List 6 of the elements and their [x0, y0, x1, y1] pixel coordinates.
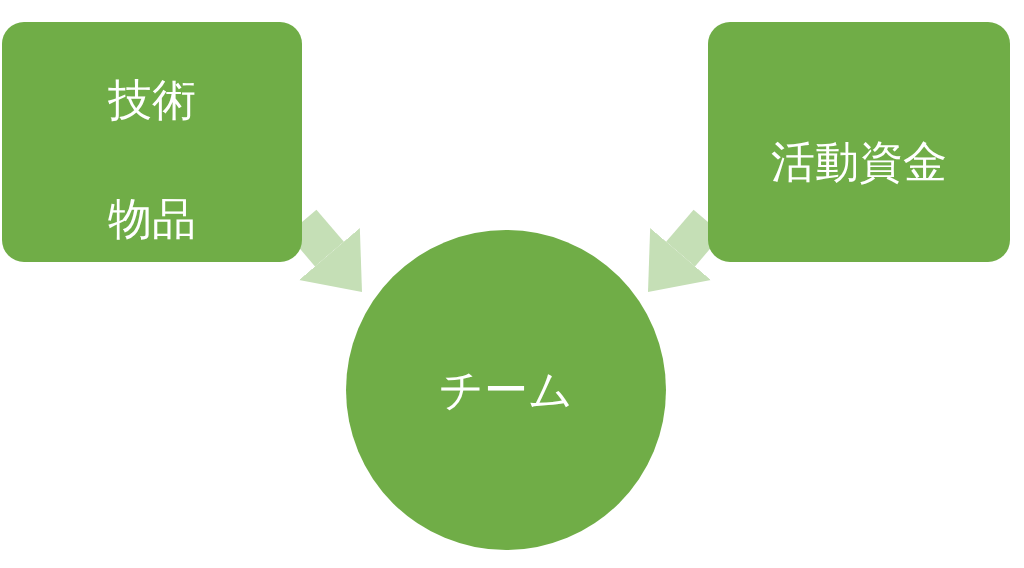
rounded-box [708, 22, 1010, 262]
node-label: 技術 [107, 74, 197, 126]
rounded-box [2, 22, 302, 262]
node-label: 物品 [107, 193, 197, 245]
node-label: チーム [439, 364, 573, 416]
node-label: 活動資金 [770, 136, 948, 188]
